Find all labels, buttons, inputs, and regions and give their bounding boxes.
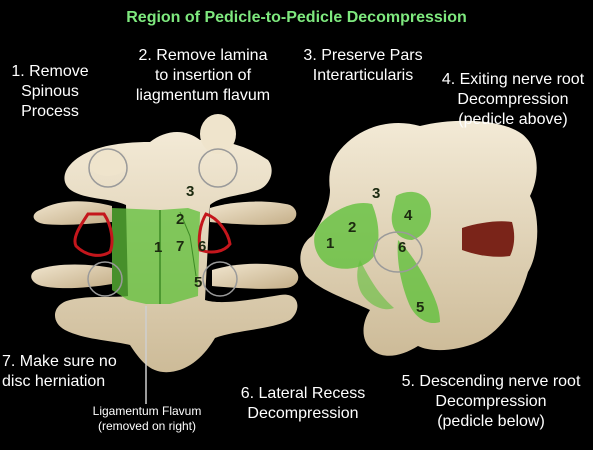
step-1-label: 1. Remove Spinous Process xyxy=(11,63,89,120)
right-marker-5: 5 xyxy=(416,299,424,316)
left-marker-1: 1 xyxy=(154,239,162,256)
step-2-label: 2. Remove lamina to insertion of liagmen… xyxy=(135,47,271,104)
right-marker-6: 6 xyxy=(398,239,406,256)
left-marker-2: 2 xyxy=(176,211,184,228)
ligamentum-flavum-label: Ligamentum Flavum (removed on right) xyxy=(92,404,202,433)
right-marker-4: 4 xyxy=(404,207,413,224)
left-marker-6: 6 xyxy=(198,238,206,255)
step-6-label: 6. Lateral Recess Decompression xyxy=(240,385,366,422)
left-marker-5: 5 xyxy=(194,274,202,291)
right-markers: 1 2 3 4 6 5 xyxy=(326,185,424,316)
right-marker-2: 2 xyxy=(348,219,356,236)
right-marker-1: 1 xyxy=(326,235,334,252)
left-marker-3: 3 xyxy=(186,183,194,200)
right-vertebra-lateral-view xyxy=(300,120,538,356)
step-4-label: 4. Exiting nerve root Decompression (ped… xyxy=(441,71,585,128)
right-marker-3: 3 xyxy=(372,185,380,202)
left-vertebra-posterior-view xyxy=(31,114,299,404)
diagram-title: Region of Pedicle-to-Pedicle Decompressi… xyxy=(126,9,467,26)
step-3-label: 3. Preserve Pars Interarticularis xyxy=(303,47,423,84)
step-5-label: 5. Descending nerve root Decompression (… xyxy=(401,373,581,430)
left-markers: 1 2 3 7 6 5 xyxy=(154,183,206,291)
step-7-label: 7. Make sure no disc herniation xyxy=(2,353,117,390)
left-marker-7: 7 xyxy=(176,238,184,255)
